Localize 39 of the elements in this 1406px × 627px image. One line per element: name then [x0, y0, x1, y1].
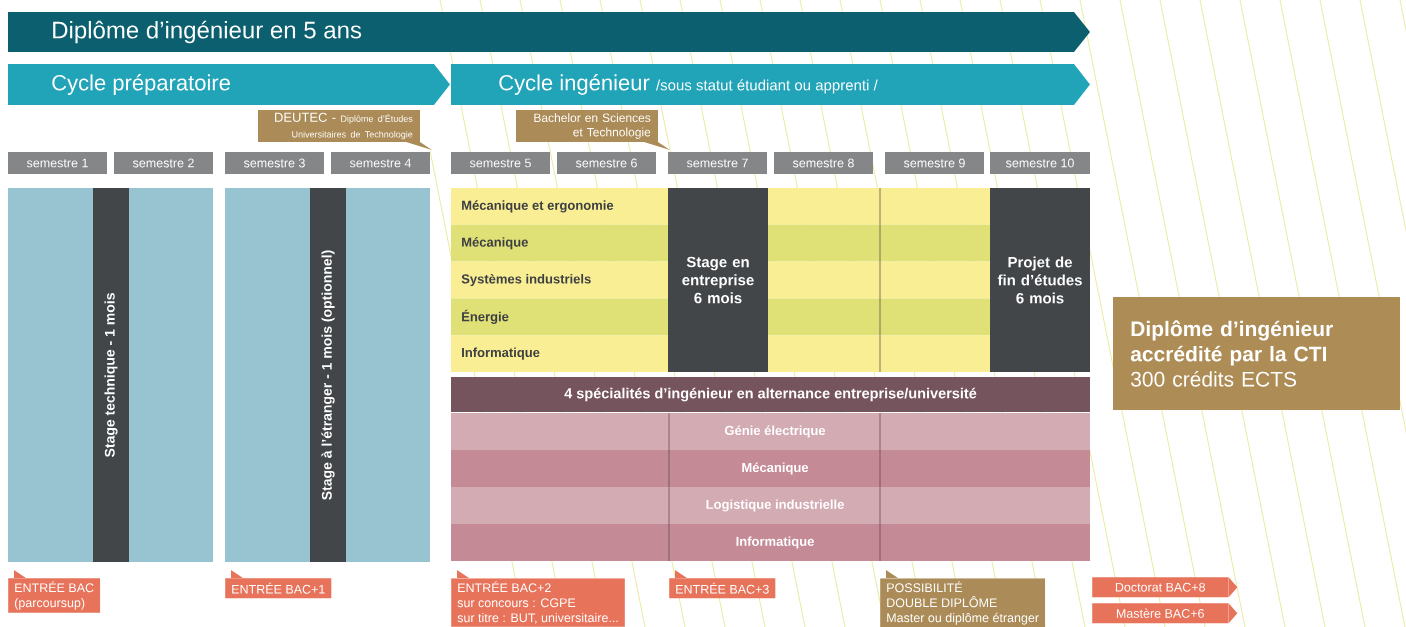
- table-row: Informatique: [451, 335, 668, 372]
- entry-tag: ENTRÉE BAC (parcoursup): [8, 570, 101, 613]
- diploma-box: Diplôme d’ingénieur accrédité par la CTI 300 crédits ECTS: [1113, 297, 1400, 410]
- table-row: Mécanique: [451, 224, 668, 262]
- callout-tag: DEUTEC - Diplôme d’Études Universitaires de Technologie: [258, 110, 432, 150]
- row-band: [768, 335, 990, 372]
- table-row: Génie électrique: [451, 413, 1090, 450]
- semester-label: semestre 4: [331, 152, 430, 174]
- entry-tag: ENTRÉE BAC+2 sur concours : CGPE sur titre : BUT, universitaire...: [451, 570, 625, 627]
- row-band: [768, 224, 990, 262]
- callout-tag: Bachelor en Sciences et Technologie: [516, 110, 670, 150]
- internship-bar: Stage à l’étranger - 1 mois (optionnel): [310, 188, 346, 562]
- semester-label: semestre 5: [451, 152, 550, 174]
- semester-label: semestre 10: [990, 152, 1090, 174]
- arrow-tag: Mastère BAC+6: [1092, 603, 1238, 624]
- row-band: [768, 298, 990, 336]
- row-band: [768, 261, 990, 299]
- row-band: [768, 188, 990, 225]
- table-row: Logistique industrielle: [451, 487, 1090, 524]
- semester-label: semestre 2: [114, 152, 213, 174]
- semester-label: semestre 8: [774, 152, 873, 174]
- entry-tag: ENTRÉE BAC+1: [225, 570, 332, 599]
- internship-bar: Stage technique - 1 mois: [93, 188, 129, 562]
- entry-tag: POSSIBILITÉ DOUBLE DIPLÔME Master ou diplôme étranger: [880, 570, 1046, 627]
- entry-tag: ENTRÉE BAC+3: [669, 570, 776, 599]
- arrow-tag: Doctorat BAC+8: [1092, 577, 1238, 598]
- semester-label: semestre 6: [557, 152, 656, 174]
- table-row: Mécanique: [451, 450, 1090, 487]
- semester-label: semestre 3: [225, 152, 324, 174]
- semester-label: semestre 7: [668, 152, 767, 174]
- header-band: 4 spécialités d’ingénieur en alternance entreprise/université: [451, 377, 1090, 412]
- semester-label: semestre 1: [8, 152, 107, 174]
- table-row: Mécanique et ergonomie: [451, 188, 668, 225]
- table-row: Énergie: [451, 298, 668, 336]
- table-row: Systèmes industriels: [451, 261, 668, 299]
- semester-label: semestre 9: [885, 152, 984, 174]
- internship-block: Stage en entreprise 6 mois: [668, 188, 768, 372]
- table-row: Informatique: [451, 524, 1090, 561]
- project-block: Projet de fin d’études 6 mois: [990, 188, 1090, 372]
